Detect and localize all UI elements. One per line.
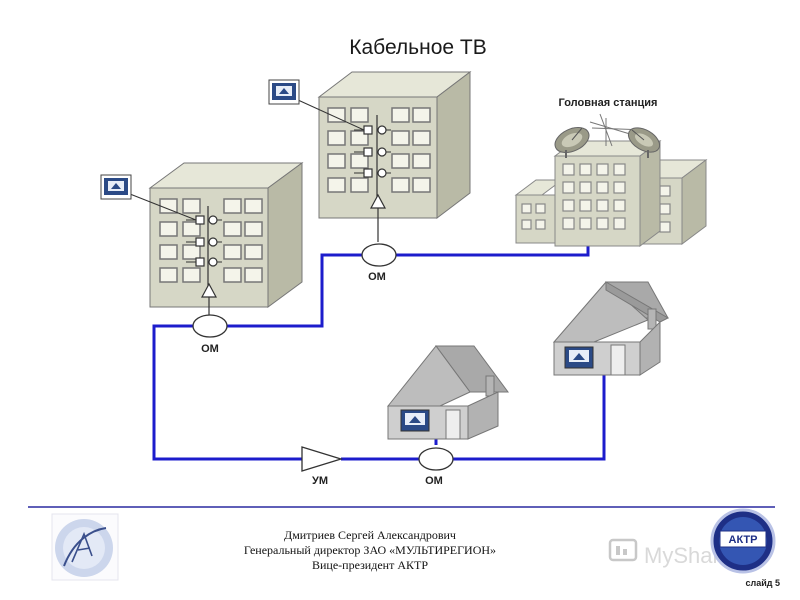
amplifier-label: УМ: [312, 475, 328, 487]
cable-network: [152, 242, 606, 461]
diagram-title: Кабельное ТВ: [349, 36, 487, 59]
house-right: [552, 281, 670, 376]
satellite-dish-left: [554, 126, 590, 158]
cable-om-amplifier: [152, 324, 302, 461]
house-small: [386, 345, 509, 440]
slide-number: слайд 5: [746, 578, 780, 588]
headend-label: Головная станция: [559, 97, 658, 109]
optical-node-3: ОМ: [418, 447, 454, 487]
cable-om-om: [227, 253, 362, 328]
apartment-building-1: [100, 162, 304, 318]
tv-icon-building-1: [100, 174, 132, 200]
amplifier: УМ: [301, 446, 344, 487]
author-name: Дмитриев Сергей Александрович: [284, 528, 456, 542]
satellite-dish-right: [627, 127, 661, 158]
optical-node-1-label: ОМ: [201, 343, 219, 355]
optical-node-2-label: ОМ: [368, 271, 386, 283]
cable-om-house: [453, 374, 606, 461]
tv-icon-house-small: [400, 409, 430, 432]
tv-icon-building-2: [268, 79, 300, 105]
tv-icon-house-right: [564, 346, 594, 369]
optical-node-2: ОМ: [361, 243, 397, 283]
optical-node-1: ОМ: [192, 314, 228, 355]
author-position: Генеральный директор ЗАО «МУЛЬТИРЕГИОН»: [243, 543, 497, 557]
author-logo: [51, 513, 119, 581]
author-role: Вице-президент АКТР: [312, 558, 428, 572]
optical-node-3-label: ОМ: [425, 475, 443, 487]
aktr-badge: АКТР: [710, 508, 776, 574]
apartment-building-2: [268, 70, 472, 242]
aktr-badge-text: АКТР: [729, 534, 758, 546]
headend-station: Головная станция: [514, 97, 708, 247]
